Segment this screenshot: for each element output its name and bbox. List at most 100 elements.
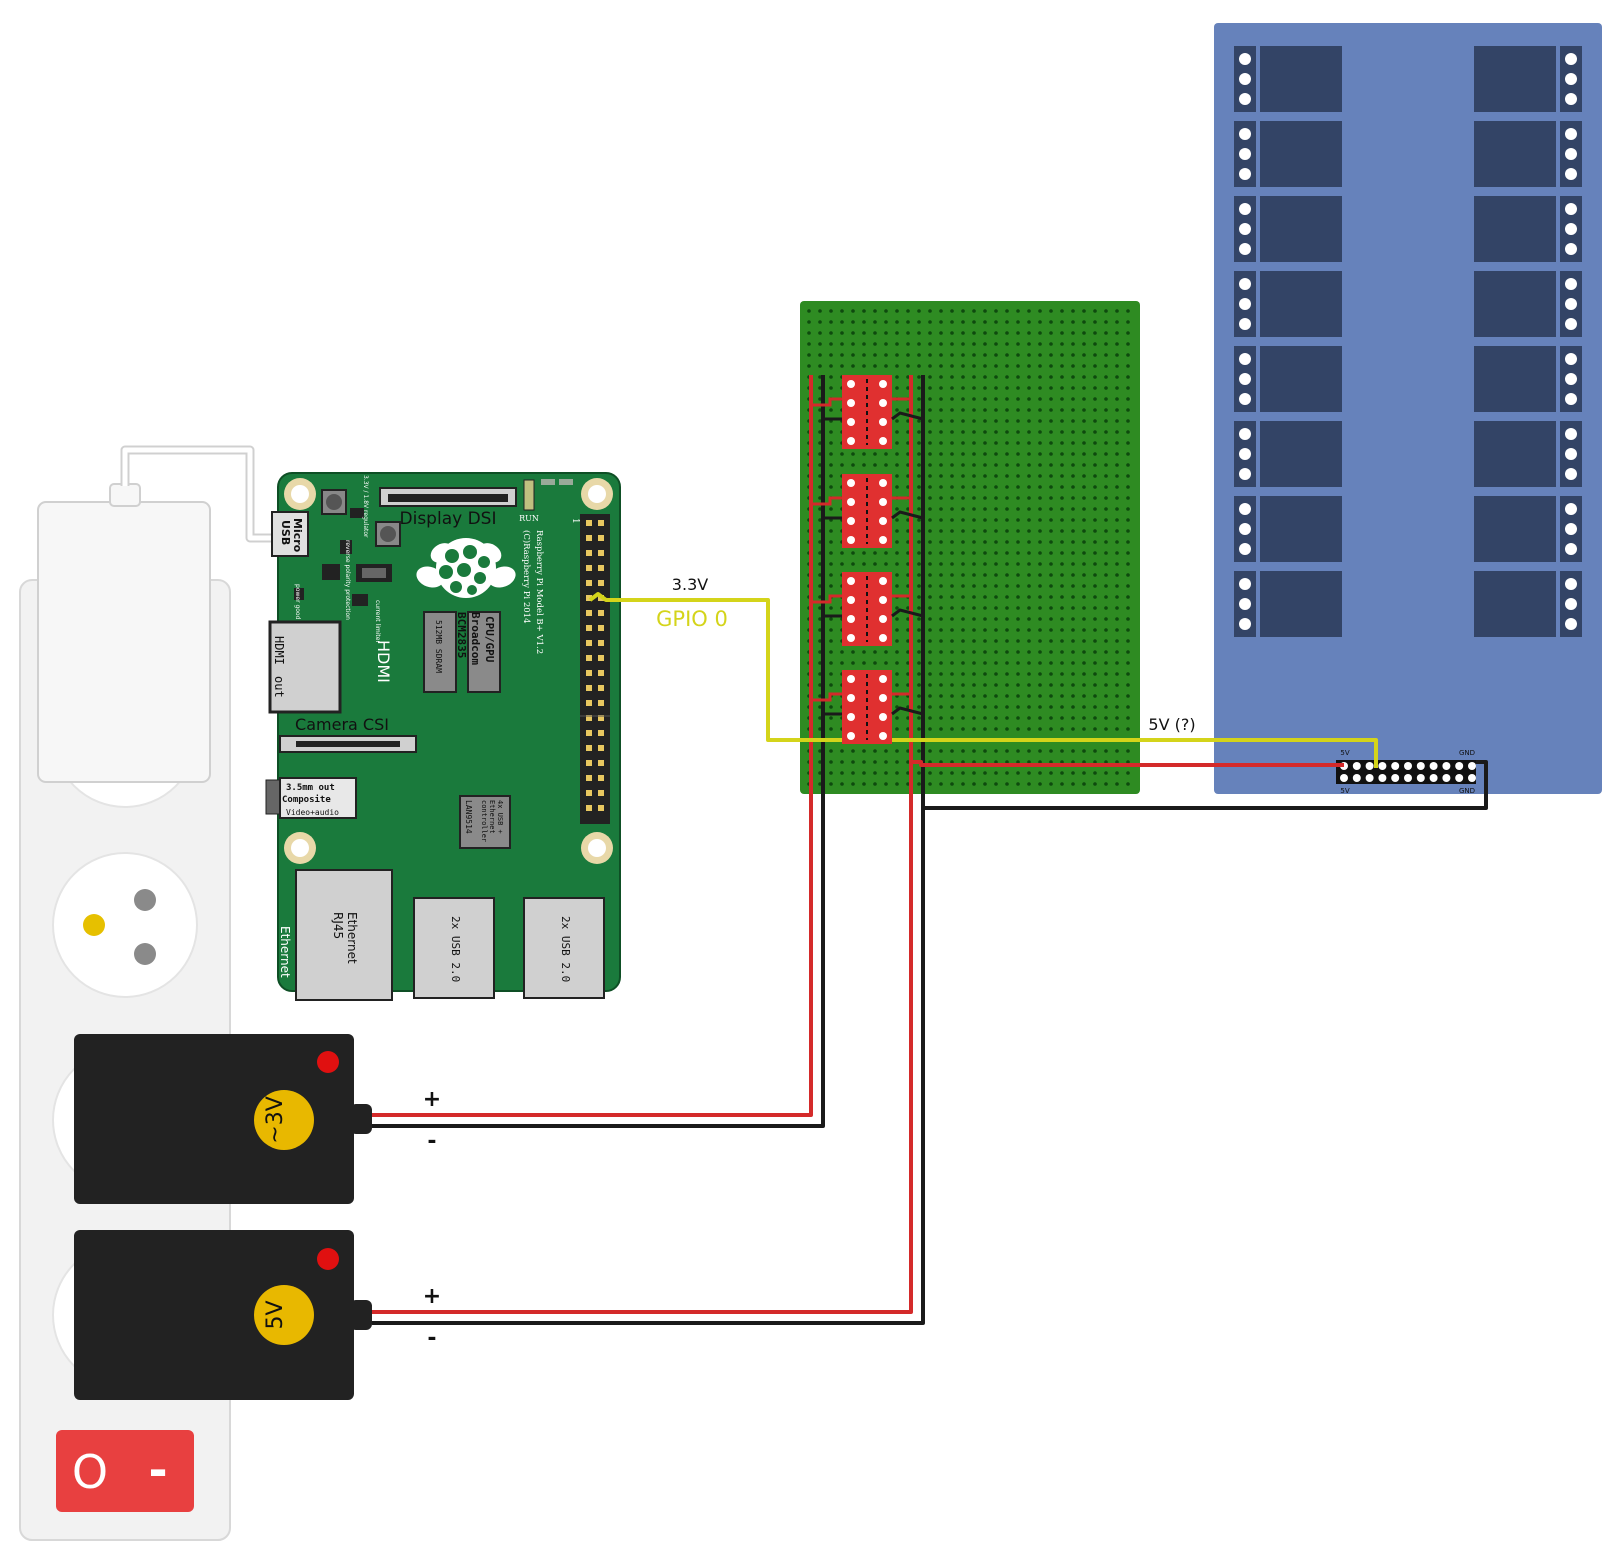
- perfboard-hole: [829, 342, 833, 346]
- perfboard-hole: [1060, 727, 1064, 731]
- audio-label-3: Video+audio: [286, 808, 339, 817]
- hdmi-out-label-2: out: [272, 676, 286, 698]
- perfboard-hole: [1060, 683, 1064, 687]
- perfboard-hole: [939, 441, 943, 445]
- perfboard-hole: [1126, 551, 1130, 555]
- perfboard-hole: [895, 661, 899, 665]
- perfboard-hole: [1126, 771, 1130, 775]
- perfboard-hole: [829, 628, 833, 632]
- perfboard-hole: [1038, 331, 1042, 335]
- perfboard-hole: [939, 430, 943, 434]
- perfboard-hole: [983, 639, 987, 643]
- perfboard-hole: [950, 716, 954, 720]
- perfboard-hole: [895, 441, 899, 445]
- perfboard-hole: [840, 562, 844, 566]
- perfboard-hole: [1071, 353, 1075, 357]
- perfboard-hole: [840, 650, 844, 654]
- perfboard-hole: [1049, 760, 1053, 764]
- perfboard-hole: [1071, 441, 1075, 445]
- perfboard-hole: [862, 771, 866, 775]
- perfboard-hole: [840, 309, 844, 313]
- relay-block: [1260, 271, 1342, 337]
- perfboard-hole: [906, 375, 910, 379]
- perfboard-hole: [851, 771, 855, 775]
- perfboard-hole: [1005, 507, 1009, 511]
- perfboard-hole: [818, 771, 822, 775]
- perfboard-hole: [895, 617, 899, 621]
- perfboard-hole: [873, 661, 877, 665]
- perfboard-hole: [928, 672, 932, 676]
- perfboard-hole: [1016, 650, 1020, 654]
- terminal-screw: [1239, 73, 1251, 85]
- perfboard-hole: [829, 364, 833, 368]
- perfboard-hole: [1093, 694, 1097, 698]
- perfboard-hole: [917, 375, 921, 379]
- perfboard-hole: [818, 342, 822, 346]
- perfboard-hole: [983, 474, 987, 478]
- camera-csi-label: Camera CSI: [295, 715, 389, 734]
- perfboard-hole: [994, 705, 998, 709]
- terminal-screw: [1239, 428, 1251, 440]
- perfboard-hole: [961, 496, 965, 500]
- perfboard-hole: [818, 364, 822, 368]
- perfboard-hole: [1104, 397, 1108, 401]
- gpio-pin: [598, 760, 604, 766]
- terminal-screw: [1239, 353, 1251, 365]
- header-pin: [1391, 762, 1400, 770]
- perfboard-hole: [1126, 463, 1130, 467]
- perfboard-hole: [1027, 540, 1031, 544]
- power-switch[interactable]: O -: [56, 1430, 194, 1512]
- perfboard-hole: [829, 749, 833, 753]
- perfboard-hole: [818, 727, 822, 731]
- module-pad: [847, 732, 855, 740]
- perfboard-hole: [950, 309, 954, 313]
- perfboard-hole: [884, 661, 888, 665]
- perfboard-hole: [994, 573, 998, 577]
- perfboard-hole: [1082, 441, 1086, 445]
- perfboard-hole: [1005, 760, 1009, 764]
- perfboard-hole: [1049, 474, 1053, 478]
- perfboard-hole: [1093, 419, 1097, 423]
- perfboard-hole: [1082, 375, 1086, 379]
- perfboard-hole: [1104, 309, 1108, 313]
- perfboard-hole: [972, 309, 976, 313]
- perfboard-hole: [818, 606, 822, 610]
- perfboard-hole: [829, 683, 833, 687]
- perfboard-hole: [950, 485, 954, 489]
- header-pin: [1404, 762, 1412, 770]
- module-wire: [891, 706, 924, 716]
- perfboard-hole: [928, 386, 932, 390]
- perfboard-hole: [1016, 595, 1020, 599]
- perfboard-hole: [983, 507, 987, 511]
- perfboard-hole: [939, 507, 943, 511]
- perfboard-hole: [950, 551, 954, 555]
- perfboard-hole: [950, 672, 954, 676]
- perfboard-hole: [928, 694, 932, 698]
- header-pin: [1468, 762, 1476, 770]
- perfboard-hole: [994, 463, 998, 467]
- perfboard-hole: [1005, 562, 1009, 566]
- perfboard-hole: [1071, 474, 1075, 478]
- perfboard-hole: [917, 507, 921, 511]
- perfboard-hole: [1016, 353, 1020, 357]
- perfboard-hole: [906, 584, 910, 588]
- perfboard-hole: [972, 628, 976, 632]
- perfboard-hole: [829, 408, 833, 412]
- perfboard-hole: [972, 386, 976, 390]
- perfboard-hole: [961, 628, 965, 632]
- perfboard-hole: [807, 342, 811, 346]
- perfboard-hole: [928, 573, 932, 577]
- perfboard-hole: [906, 441, 910, 445]
- perfboard-hole: [1126, 309, 1130, 313]
- perfboard-hole: [1082, 331, 1086, 335]
- perfboard-hole: [1060, 584, 1064, 588]
- perfboard-hole: [862, 463, 866, 467]
- perfboard-hole: [1104, 562, 1108, 566]
- perfboard-hole: [1126, 331, 1130, 335]
- ethernet-label-2: RJ45: [331, 912, 345, 939]
- perfboard-hole: [818, 628, 822, 632]
- perfboard-hole: [1126, 606, 1130, 610]
- perfboard-hole: [961, 518, 965, 522]
- perfboard-hole: [983, 397, 987, 401]
- perfboard-hole: [1016, 375, 1020, 379]
